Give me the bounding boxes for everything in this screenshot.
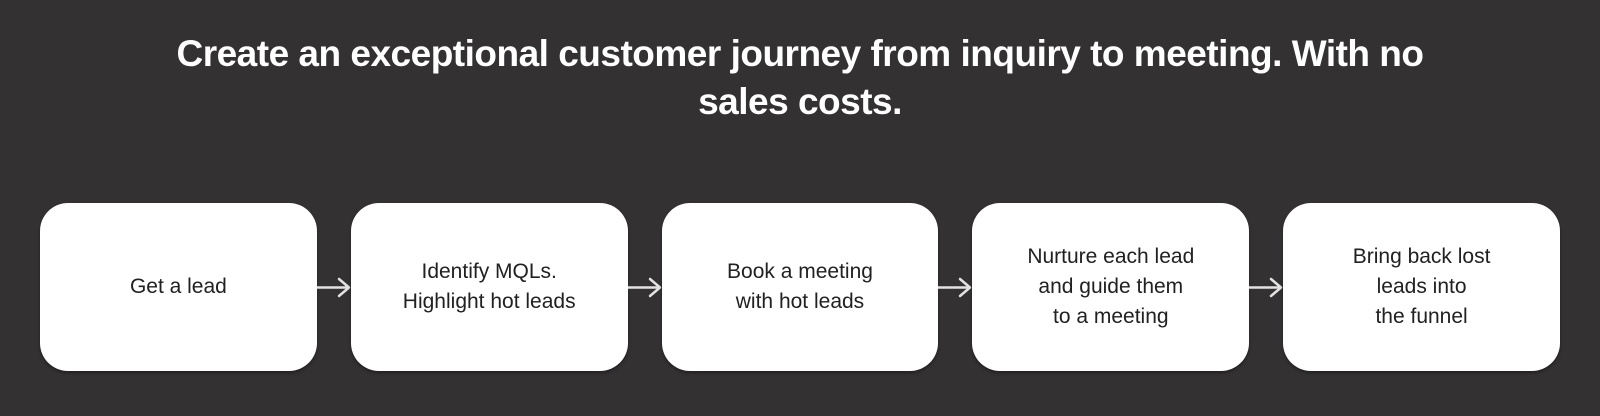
flow-step-nurture-leads: Nurture each lead and guide them to a me…	[972, 203, 1250, 371]
flow-step-label: Nurture each lead and guide them to a me…	[1027, 245, 1195, 328]
flow-step-get-a-lead: Get a lead	[40, 203, 317, 371]
flow-step-identify-mqls: Identify MQLs. Highlight hot leads	[350, 203, 628, 371]
arrow-right-icon	[1249, 203, 1283, 371]
flow-step-label: Identify MQLs. Highlight hot leads	[402, 260, 576, 313]
flow-step-bring-back-lost-leads: Bring back lost leads into the funnel	[1283, 203, 1560, 371]
flow-diagram: Get a lead Identify MQLs. Highlight hot …	[40, 203, 1560, 371]
page-title: Create an exceptional customer journey f…	[176, 33, 1424, 122]
arrow-right-icon	[316, 203, 351, 371]
flow-step-label: Bring back lost leads into the funnel	[1352, 245, 1491, 328]
flow-step-book-a-meeting: Book a meeting with hot leads	[661, 203, 939, 371]
arrow-right-icon	[627, 203, 662, 371]
flow-step-label: Book a meeting with hot leads	[727, 260, 873, 313]
arrow-right-icon	[938, 203, 972, 371]
flow-step-label: Get a lead	[129, 275, 227, 298]
